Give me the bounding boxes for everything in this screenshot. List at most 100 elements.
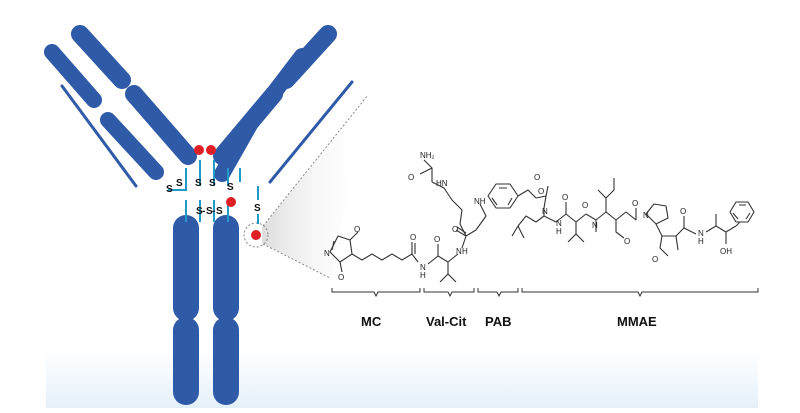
atom-n: N bbox=[592, 221, 598, 230]
mmae-methyl bbox=[675, 235, 679, 251]
atom-h: H bbox=[556, 227, 562, 236]
mmae-backbone-1 bbox=[543, 213, 587, 223]
atom-n: N bbox=[643, 211, 649, 220]
disulfide-s: S bbox=[227, 182, 234, 193]
payload-dots bbox=[194, 145, 261, 240]
atom-o: O bbox=[582, 201, 588, 210]
maleimide-ring bbox=[329, 235, 353, 263]
atom-n: N bbox=[420, 263, 426, 272]
disulfide-s: S bbox=[254, 203, 261, 214]
mc-carbonyl bbox=[411, 242, 416, 254]
urea-group bbox=[419, 159, 433, 182]
atom-oh: OH bbox=[720, 247, 732, 256]
mmae-pyrrolidine bbox=[645, 203, 669, 225]
left-heavy-chain-vh bbox=[71, 25, 131, 89]
bracket-mc bbox=[331, 288, 421, 298]
atom-nh2: NH₂ bbox=[420, 151, 435, 160]
atom-o: O bbox=[410, 233, 416, 242]
pab-amide-link bbox=[475, 203, 487, 231]
right-arm-thin-line bbox=[268, 80, 354, 184]
right-light-chain-vl bbox=[262, 48, 310, 106]
hinge-link-left-outer bbox=[168, 168, 187, 191]
disulfide-bond-dash: - bbox=[212, 206, 215, 217]
valine-backbone bbox=[427, 253, 459, 265]
citrulline-sidechain bbox=[431, 181, 467, 237]
atom-n: N bbox=[698, 229, 704, 238]
atom-h: H bbox=[420, 271, 426, 280]
atom-o: O bbox=[632, 199, 638, 208]
mmae-methoxy-2 bbox=[659, 235, 669, 257]
payload-dot bbox=[206, 145, 216, 155]
left-light-chain-cl bbox=[100, 112, 164, 180]
atom-o: O bbox=[338, 273, 344, 282]
valine-sidechain bbox=[439, 262, 457, 283]
maleimide-double-bond bbox=[331, 240, 335, 251]
segment-brackets bbox=[331, 288, 759, 298]
atom-hn: HN bbox=[436, 179, 448, 188]
pab-ch2o bbox=[517, 189, 537, 199]
bracket-valcit bbox=[423, 288, 475, 298]
disulfide-s: S bbox=[196, 206, 203, 217]
atom-o: O bbox=[354, 225, 360, 234]
segment-label-mc: MC bbox=[361, 314, 382, 329]
disulfide-s: S bbox=[206, 206, 213, 217]
mmae-phenyl-ring bbox=[729, 201, 755, 223]
atom-o: O bbox=[652, 255, 658, 264]
zoom-line-lower bbox=[262, 243, 331, 279]
payload-dot bbox=[251, 230, 261, 240]
atom-n: N bbox=[556, 219, 562, 228]
mmae-isoleucine-side bbox=[597, 178, 615, 212]
maleimide-carbonyl-bottom bbox=[339, 261, 343, 273]
maleimide-carbonyl-top bbox=[349, 231, 359, 241]
atom-o: O bbox=[434, 235, 440, 244]
segment-label-mmae: MMAE bbox=[617, 314, 657, 329]
atom-o: O bbox=[538, 187, 544, 196]
mmae-valine-side bbox=[567, 222, 585, 243]
pab-ring-inner bbox=[491, 187, 513, 206]
atom-o: O bbox=[680, 207, 686, 216]
segment-label-pab: PAB bbox=[485, 314, 512, 329]
mmae-phenyl-inner bbox=[732, 204, 751, 220]
mmae-phenyl-link bbox=[735, 221, 741, 227]
left-arm-thin-line bbox=[60, 84, 138, 188]
bracket-mmae bbox=[521, 288, 759, 298]
disulfide-bond-dash: - bbox=[202, 206, 205, 217]
atom-o: O bbox=[624, 237, 630, 246]
mmae-norephedrine bbox=[705, 225, 737, 233]
carbamate bbox=[535, 185, 549, 209]
bottom-fade-background bbox=[46, 348, 758, 408]
disulfide-s: S bbox=[216, 206, 223, 217]
atom-nh: NH bbox=[474, 197, 486, 206]
atom-n: N bbox=[456, 247, 462, 256]
mmae-dolaisoleuine bbox=[585, 211, 637, 221]
payload-dot bbox=[194, 145, 204, 155]
antibody bbox=[44, 25, 354, 405]
left-heavy-chain-ch1 bbox=[125, 85, 197, 165]
mmae-methoxy-1 bbox=[615, 220, 625, 239]
bracket-pab bbox=[477, 288, 519, 298]
segment-label-valcit: Val-Cit bbox=[426, 314, 467, 329]
zoom-cone bbox=[262, 95, 368, 278]
mmae-n-methylvaline bbox=[511, 208, 545, 239]
disulfide-s: S bbox=[209, 178, 216, 189]
disulfide-s: S bbox=[195, 178, 202, 189]
atom-o: O bbox=[562, 193, 568, 202]
mmae-dolaproine bbox=[655, 223, 697, 237]
payload-dot bbox=[226, 197, 236, 207]
right-light-chain-cl bbox=[214, 106, 264, 182]
atom-n: N bbox=[324, 249, 330, 258]
disulfide-s: S bbox=[176, 178, 183, 189]
atom-n: N bbox=[542, 207, 548, 216]
atom-o: O bbox=[452, 225, 458, 234]
payload-zoom-circle bbox=[243, 222, 269, 248]
atom-o: O bbox=[534, 173, 540, 182]
hexanoyl-chain bbox=[351, 253, 419, 263]
disulfide-s: S bbox=[166, 184, 173, 195]
atom-h: H bbox=[462, 247, 468, 256]
left-light-chain-vl bbox=[44, 44, 102, 108]
mc-vc-pab-mmae-structure bbox=[329, 159, 755, 283]
atom-h: H bbox=[698, 237, 704, 246]
atom-o: O bbox=[408, 173, 414, 182]
